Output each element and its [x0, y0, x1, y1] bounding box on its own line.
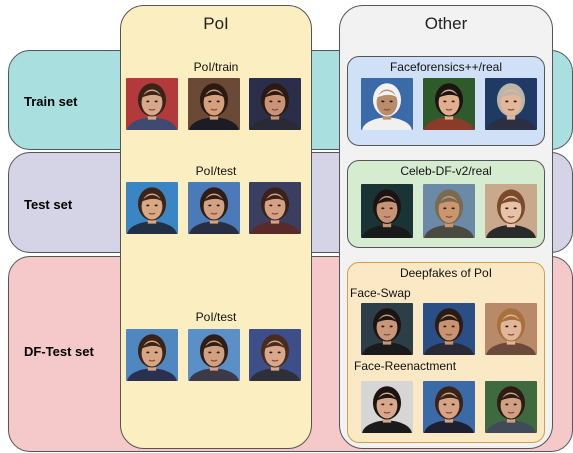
- train-set-label: Train set: [24, 94, 78, 109]
- face-swap-face-image: [361, 303, 413, 355]
- poi-test-face-image: [126, 182, 178, 234]
- poi-test-face-image: [249, 182, 301, 234]
- face-reenactment-face-image: [485, 381, 537, 433]
- celeb-df-label: Celeb-DF-v2/real: [400, 164, 492, 178]
- celeb-df-real-face-image: [361, 184, 413, 238]
- face-swap-face-image: [485, 303, 537, 355]
- poi-test-face-image: [188, 182, 240, 234]
- poi-train-face-image: [126, 78, 178, 130]
- poi-train-face-image: [188, 78, 240, 130]
- celeb-df-real-face-image: [423, 184, 475, 238]
- df-test-set-label: DF-Test set: [24, 344, 94, 359]
- poi-test-label: PoI/test: [195, 164, 237, 178]
- other-column-title: Other: [424, 14, 468, 33]
- face-reenactment-face-image: [423, 381, 475, 433]
- poi-column-title: PoI: [203, 14, 229, 33]
- deepfakes-label: Deepfakes of PoI: [399, 266, 493, 280]
- poi-df-test-face-image: [126, 329, 178, 381]
- face-reenactment-face-image: [361, 381, 413, 433]
- poi-df-test-label: PoI/test: [195, 310, 237, 324]
- faceforensics-label: Faceforensics++/real: [389, 60, 503, 74]
- face-swap-face-image: [423, 303, 475, 355]
- faceforensics-real-face-image: [423, 78, 475, 130]
- poi-train-face-image: [249, 78, 301, 130]
- face-swap-label: Face-Swap: [350, 286, 411, 300]
- test-set-label: Test set: [24, 197, 73, 212]
- faceforensics-real-face-image: [485, 78, 537, 130]
- poi-df-test-face-image: [249, 329, 301, 381]
- celeb-df-real-face-image: [485, 184, 537, 238]
- poi-train-label: PoI/train: [193, 60, 239, 74]
- faceforensics-real-face-image: [361, 78, 413, 130]
- poi-df-test-face-image: [188, 329, 240, 381]
- face-reenactment-label: Face-Reenactment: [354, 359, 457, 373]
